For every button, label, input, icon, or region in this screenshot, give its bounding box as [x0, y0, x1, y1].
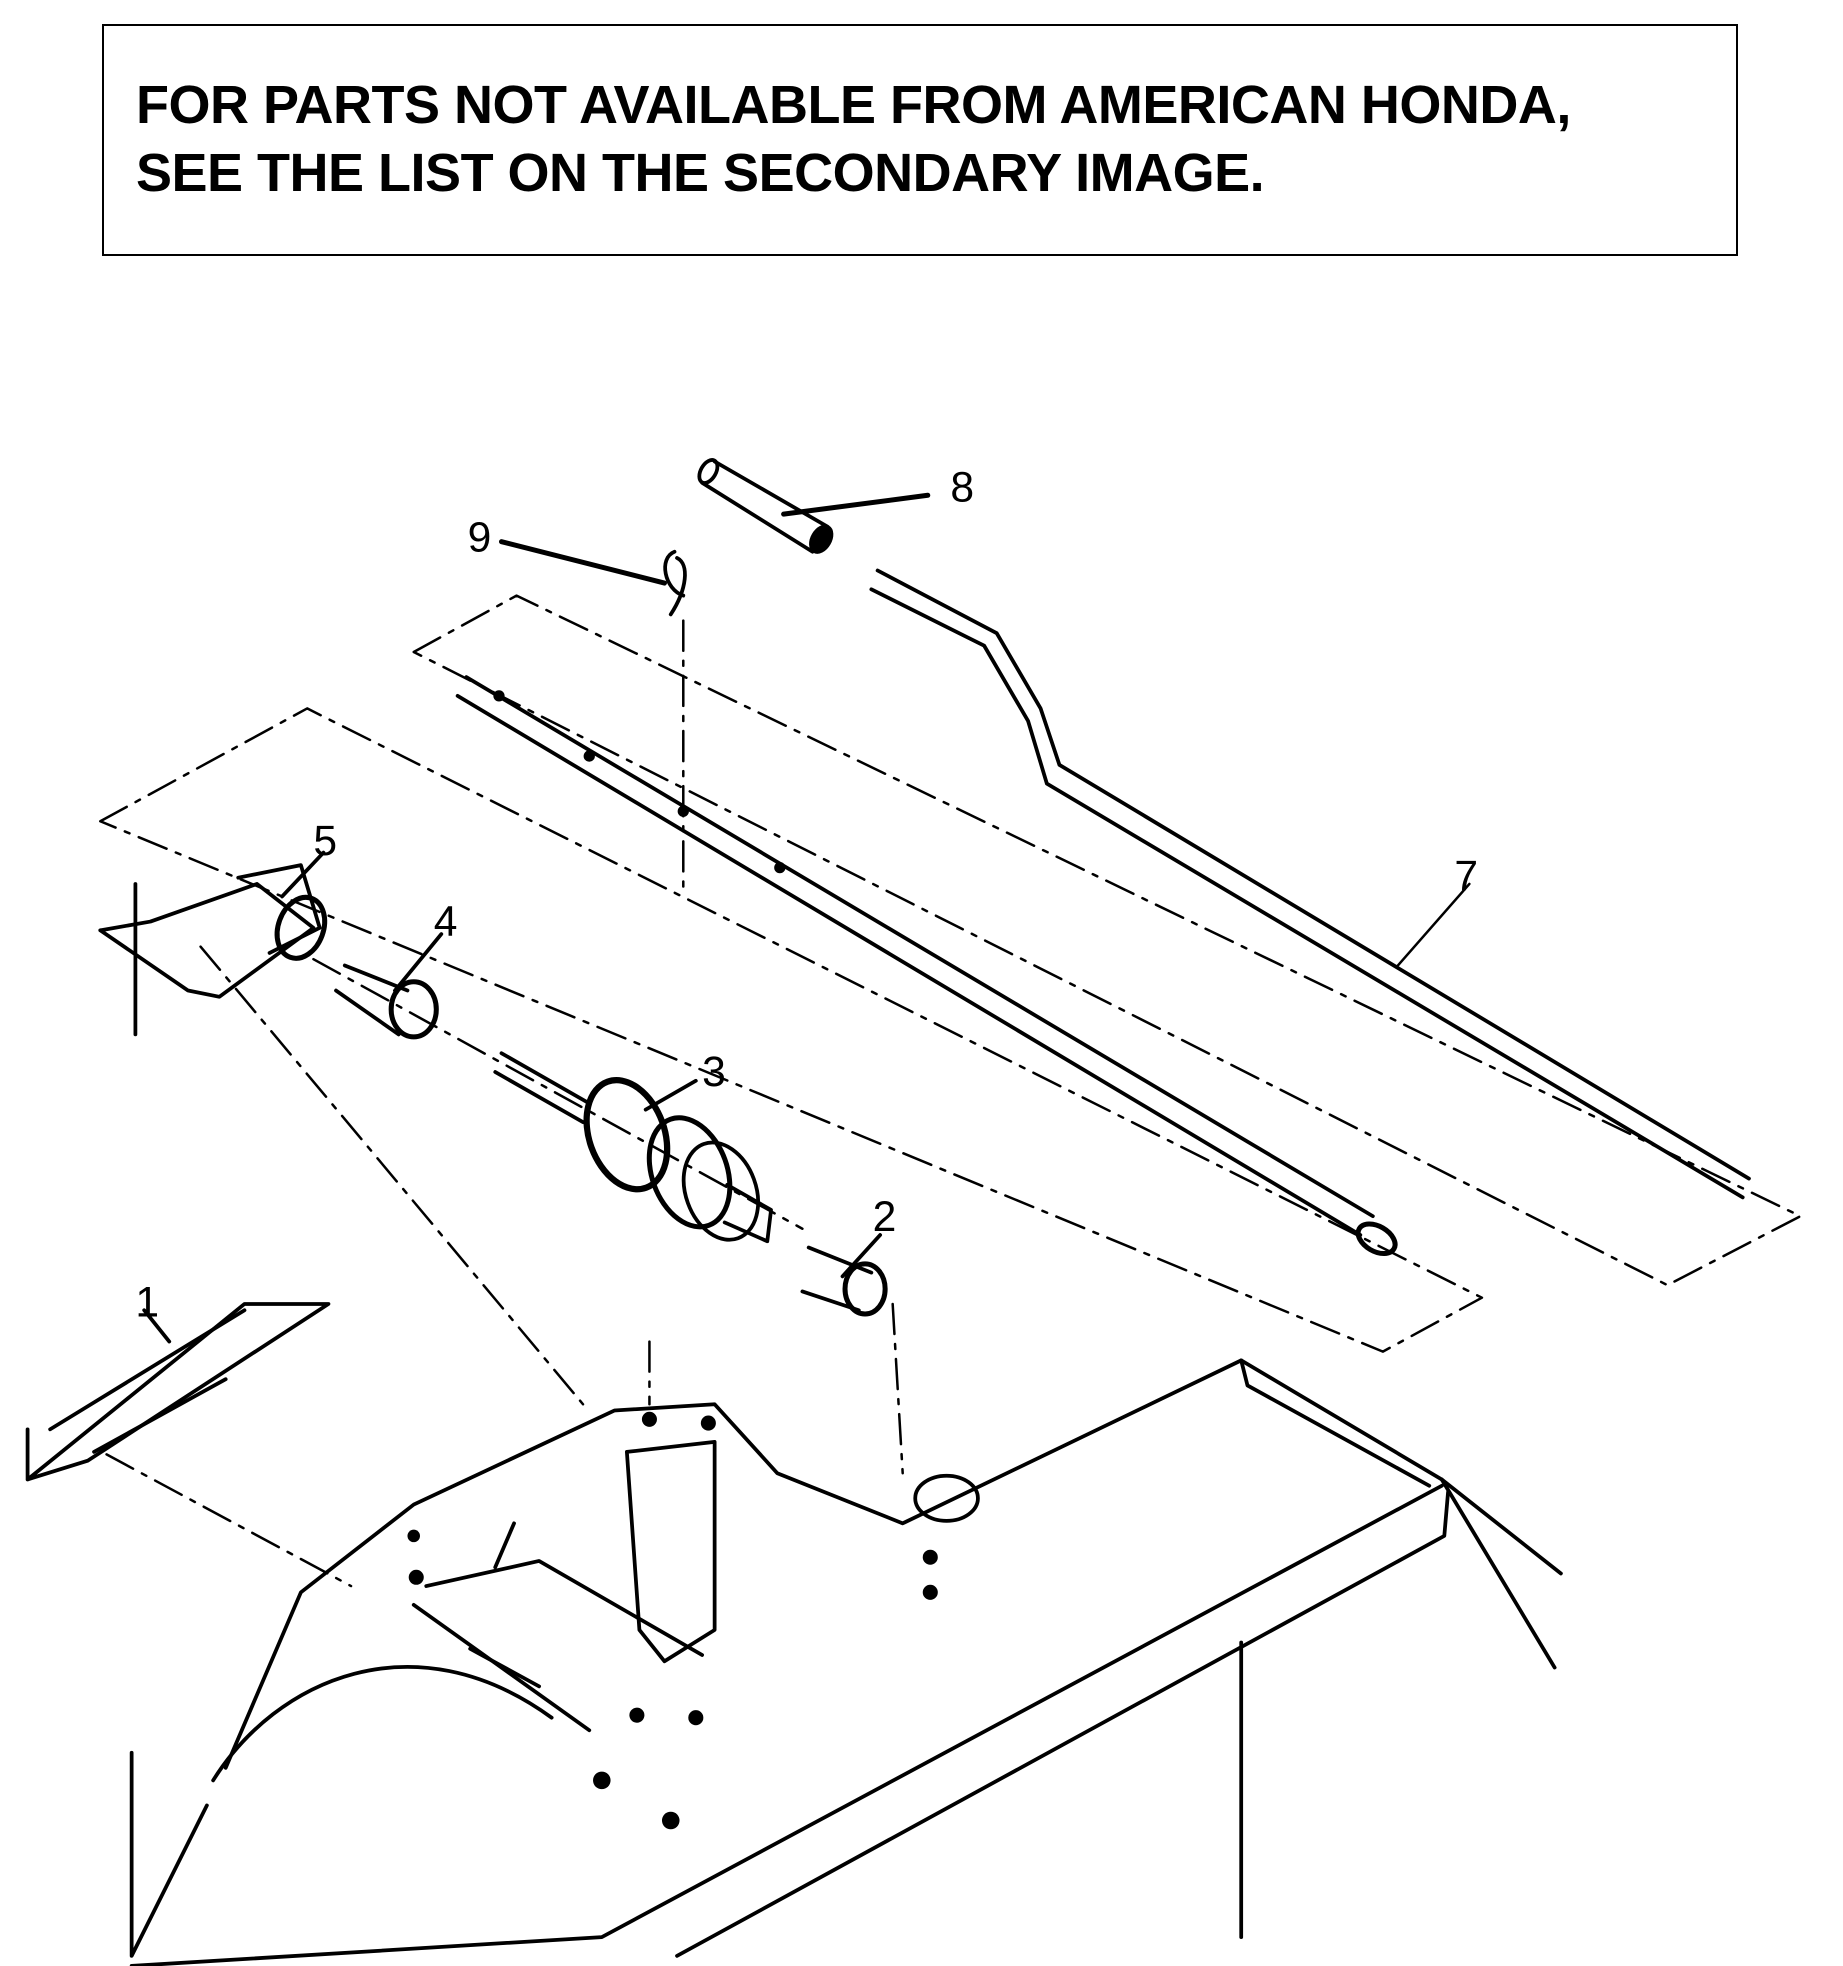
callout-9: 9 — [468, 514, 492, 562]
notice-line-2: SEE THE LIST ON THE SECONDARY IMAGE. — [136, 143, 1265, 203]
guide-lines — [99, 594, 1802, 1588]
part-1-bracket — [25, 1302, 331, 1482]
notice-box: FOR PARTS NOT AVAILABLE FROM AMERICAN HO… — [102, 24, 1738, 256]
callout-5: 5 — [313, 817, 337, 865]
part-5-bracket — [98, 850, 328, 1037]
part-4-bushing — [334, 932, 444, 1040]
frame — [129, 1358, 1563, 1966]
part-8-grip — [697, 458, 931, 554]
part-3-assembly — [493, 1051, 773, 1244]
part-9-pin — [498, 539, 687, 617]
callout-7: 7 — [1454, 852, 1478, 900]
notice-line-1: FOR PARTS NOT AVAILABLE FROM AMERICAN HO… — [136, 75, 1571, 135]
callout-1: 1 — [135, 1278, 159, 1326]
callout-4: 4 — [434, 897, 458, 945]
part-2-bushing — [800, 1233, 888, 1317]
shaft — [455, 675, 1398, 1257]
callout-8: 8 — [950, 464, 974, 512]
part-7-rod — [869, 568, 1751, 1200]
callout-3: 3 — [702, 1048, 726, 1096]
callout-2: 2 — [873, 1193, 897, 1241]
